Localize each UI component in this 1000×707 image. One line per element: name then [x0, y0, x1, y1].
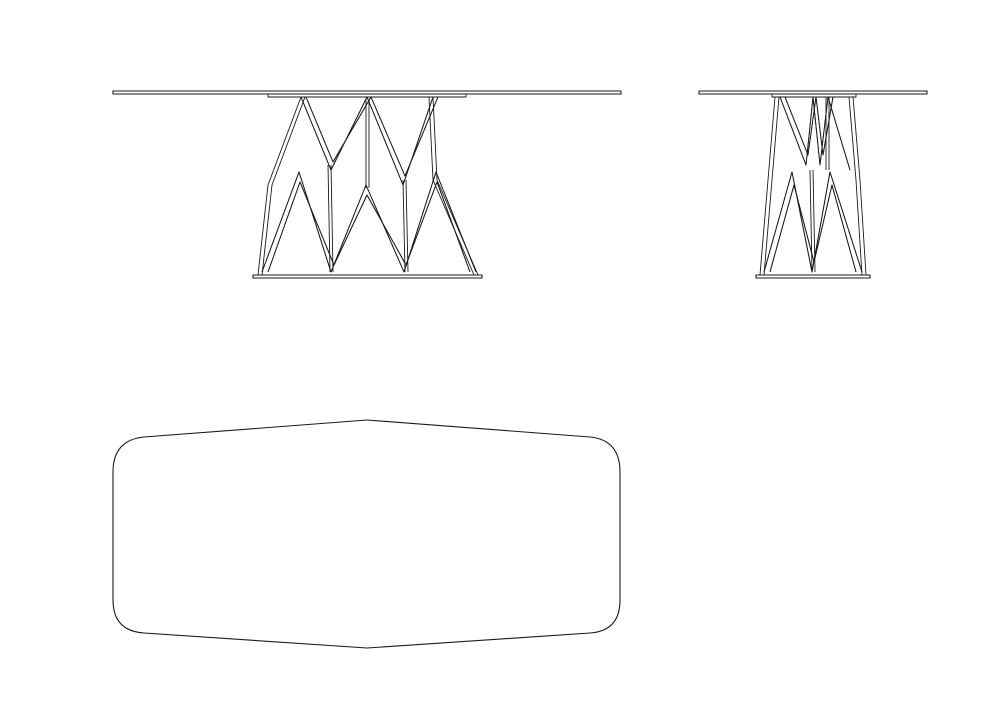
front-left-leg-inner-line: [261, 96, 306, 276]
front-right-leg-outer-line: [432, 96, 479, 276]
side-right-leg-inner-line: [848, 96, 863, 276]
front-post-1-outer-line: [327, 164, 331, 273]
front-base-frame: [257, 96, 479, 276]
side-right-leg-outer-line: [852, 96, 867, 276]
front-upper-zigzag-inner-line: [300, 96, 434, 186]
front-left-leg-outer-line: [257, 96, 302, 276]
side-elevation-view: [698, 90, 928, 279]
front-elevation-view: [112, 90, 622, 279]
front-post-3-inner-line: [405, 179, 409, 273]
side-left-leg-outer-line: [759, 96, 776, 276]
front-post-1-inner-line: [330, 164, 334, 273]
front-lower-zigzag-b-inner-line: [267, 181, 471, 273]
front-upper-zigzag-b-inner-line: [305, 96, 439, 177]
side-base-plate: [755, 274, 871, 279]
side-lower-zigzag-b-inner-line: [769, 184, 857, 273]
side-upper-zigzag-inner-line: [779, 96, 851, 171]
side-left-leg-inner-line: [763, 96, 780, 276]
side-post-1-outer-line: [809, 169, 813, 273]
front-base-plate: [252, 274, 483, 279]
side-post-1-inner-line: [812, 169, 816, 273]
plan-view: [112, 419, 621, 649]
side-top-plate: [771, 93, 857, 98]
side-upper-zigzag-outer-line: [779, 96, 851, 171]
plan-tabletop-outline: [112, 419, 621, 649]
front-upper-zigzag-outer-line: [300, 96, 434, 186]
front-post-3-outer-line: [402, 179, 406, 273]
side-base-frame: [759, 96, 867, 276]
